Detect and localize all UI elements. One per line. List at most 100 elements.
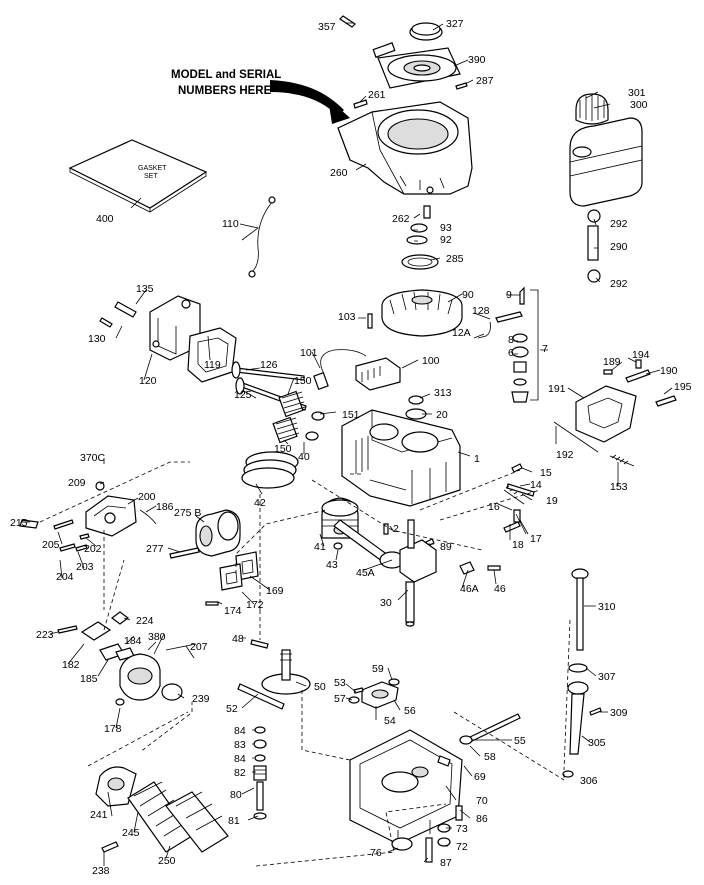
callout-note: MODEL and SERIAL NUMBERS HERE xyxy=(171,69,281,97)
flywheel-90-drawing xyxy=(381,289,463,337)
model-serial-note-line2: NUMBERS HERE xyxy=(178,85,272,97)
gasket-set-400-drawing: GASKET SET xyxy=(68,139,208,213)
part-label-82: 82 xyxy=(234,767,246,779)
lever-190-drawing xyxy=(625,369,651,383)
part-label-43: 43 xyxy=(326,559,338,571)
part-label-207: 207 xyxy=(190,641,208,653)
part-label-150-top: 150 xyxy=(294,375,312,387)
screw-48-drawing xyxy=(250,639,269,649)
blower-housing-260-drawing xyxy=(337,101,473,195)
part-label-50: 50 xyxy=(314,681,326,693)
part-label-6: 6 xyxy=(508,347,514,359)
cylinder-block-1-drawing xyxy=(341,409,461,507)
part-205-drawing xyxy=(53,519,74,530)
part-204-drawing xyxy=(59,543,76,552)
part-17-drawing xyxy=(515,513,527,535)
part-label-86: 86 xyxy=(476,813,488,825)
part-53-drawing xyxy=(353,687,364,694)
part-80-drawing xyxy=(256,781,264,811)
pin-357-drawing xyxy=(339,15,356,28)
part-label-14: 14 xyxy=(530,479,542,491)
part-69-drawing xyxy=(437,755,451,767)
part-label-135: 135 xyxy=(136,283,154,295)
muffler-275B-drawing xyxy=(195,509,241,557)
part-label-80: 80 xyxy=(230,789,242,801)
screw-87-drawing xyxy=(425,837,433,863)
part-label-172: 172 xyxy=(246,599,264,611)
part-label-90: 90 xyxy=(462,289,474,301)
part-label-169: 169 xyxy=(266,585,284,597)
part-label-19: 19 xyxy=(546,495,558,507)
part-label-153: 153 xyxy=(610,481,628,493)
part-label-215: 215 xyxy=(10,517,28,529)
screw-189-drawing xyxy=(603,369,613,375)
part-label-202: 202 xyxy=(84,543,102,555)
gasket-119-drawing xyxy=(187,327,237,383)
screw-86-drawing xyxy=(455,805,463,821)
part-label-84-bottom: 84 xyxy=(234,753,246,765)
nut-93-drawing xyxy=(410,223,428,233)
spark-plug-135-drawing xyxy=(114,301,137,318)
part-label-223: 223 xyxy=(36,629,54,641)
camshaft-50-drawing xyxy=(261,649,311,695)
seal-239-drawing xyxy=(161,683,183,701)
fuel-pump-380-drawing xyxy=(119,641,161,701)
oring-307-drawing xyxy=(568,663,588,673)
fuel-line-290-drawing xyxy=(587,225,599,261)
part-label-54: 54 xyxy=(384,715,396,727)
part-label-205: 205 xyxy=(42,539,60,551)
part-label-287: 287 xyxy=(476,75,494,87)
part-label-83: 83 xyxy=(234,739,246,751)
part-209-drawing xyxy=(95,481,105,491)
part-label-370C: 370C xyxy=(80,452,106,464)
retainer-151-top-drawing xyxy=(311,411,325,421)
part-label-245: 245 xyxy=(122,827,140,839)
part-label-46A: 46A xyxy=(460,583,479,595)
part-label-46: 46 xyxy=(494,583,506,595)
part-label-56: 56 xyxy=(404,705,416,717)
part-label-16: 16 xyxy=(488,501,500,513)
part-label-224: 224 xyxy=(136,615,154,627)
part-label-400: 400 xyxy=(96,213,114,225)
part-label-186: 186 xyxy=(156,501,174,513)
link-192-drawing xyxy=(553,421,599,453)
part-label-89: 89 xyxy=(440,541,452,553)
dipstick-310-drawing xyxy=(571,568,589,651)
part-label-174: 174 xyxy=(224,605,242,617)
screw-261-drawing xyxy=(353,99,368,109)
part-label-309: 309 xyxy=(610,707,628,719)
retainer-151-bottom-drawing xyxy=(305,431,319,441)
part-label-239: 239 xyxy=(192,693,210,705)
washer-92-drawing xyxy=(406,235,428,245)
part-52-drawing xyxy=(237,683,285,710)
part-224-drawing xyxy=(111,611,129,625)
part-76-drawing xyxy=(391,837,413,851)
part-57-drawing xyxy=(348,696,360,704)
part-46A-drawing xyxy=(459,561,475,575)
bracket-182-drawing xyxy=(80,621,112,641)
part-label-48: 48 xyxy=(232,633,244,645)
rewind-starter-390-drawing xyxy=(372,42,461,89)
part-58-drawing xyxy=(459,735,473,745)
part-label-53: 53 xyxy=(334,677,346,689)
screw-277-drawing xyxy=(169,547,200,559)
part-label-128: 128 xyxy=(472,305,490,317)
part-label-300: 300 xyxy=(630,99,648,111)
part-number-labels: 357 327 390 287 261 301 300 260 400 262 … xyxy=(10,18,692,877)
part-label-195: 195 xyxy=(674,381,692,393)
control-bracket-191-drawing xyxy=(575,385,637,443)
part-label-59: 59 xyxy=(372,663,384,675)
part-label-1: 1 xyxy=(474,453,480,465)
part-82-drawing xyxy=(253,765,267,781)
part-label-313: 313 xyxy=(434,387,452,399)
fuel-tank-300-drawing xyxy=(569,93,643,207)
screw-238-drawing xyxy=(101,841,119,853)
part-label-185: 185 xyxy=(80,673,98,685)
part-label-20: 20 xyxy=(436,409,448,421)
screw-130-drawing xyxy=(99,317,113,328)
part-label-73: 73 xyxy=(456,823,468,835)
screw-103-drawing xyxy=(367,313,373,329)
part-label-262: 262 xyxy=(392,213,410,225)
part-label-390: 390 xyxy=(468,54,486,66)
part-label-84-top: 84 xyxy=(234,725,246,737)
